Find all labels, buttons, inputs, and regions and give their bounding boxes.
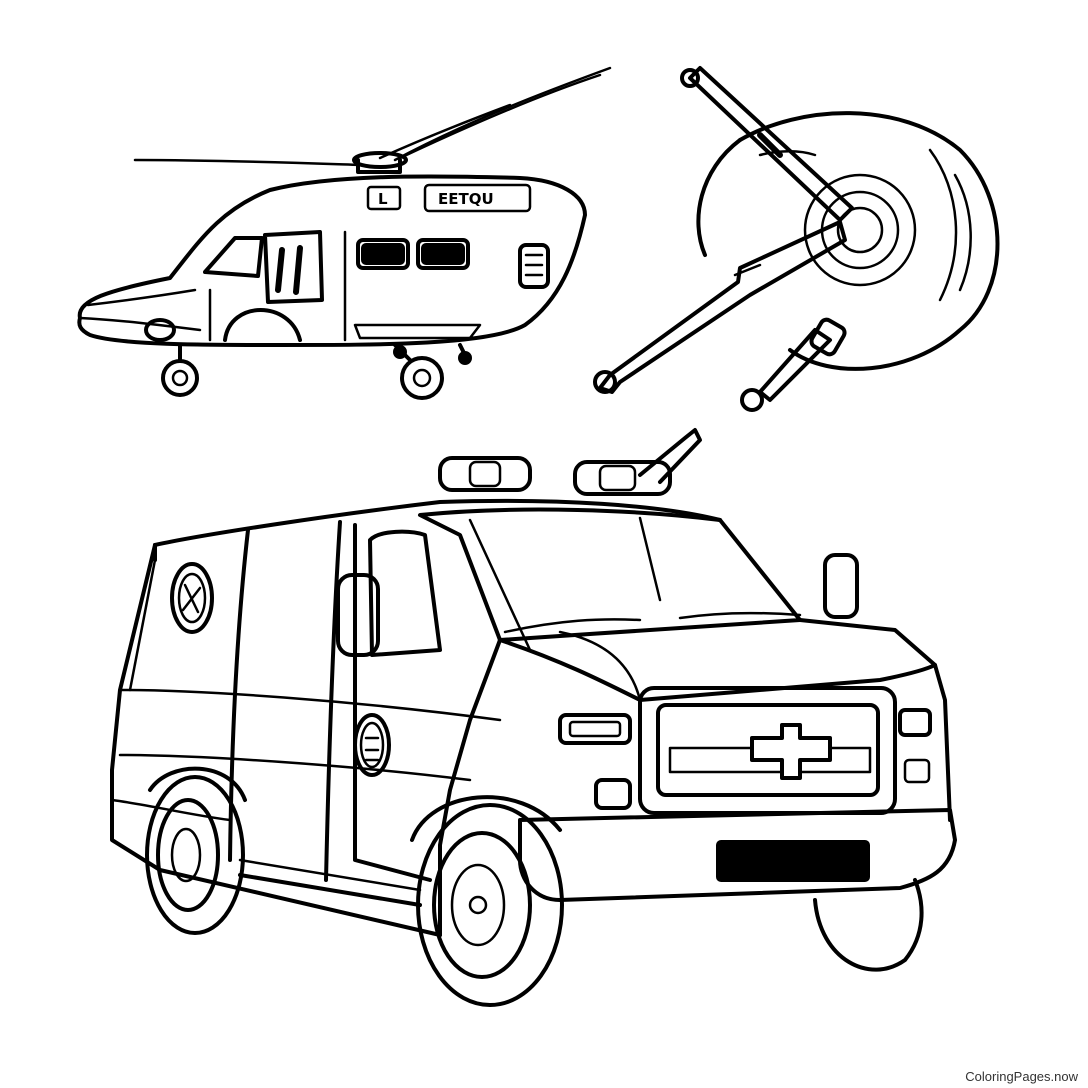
spacecraft-ring-outer	[803, 173, 917, 287]
windshield	[418, 507, 802, 642]
helicopter-roof-panel-left	[366, 185, 402, 211]
license-plate	[716, 840, 870, 882]
van-door	[353, 523, 432, 882]
helicopter-window-2	[416, 238, 470, 270]
right-mirror	[823, 553, 859, 619]
rear-wheel	[145, 775, 245, 935]
front-wheel-arch	[410, 795, 562, 842]
rear-wheel-arch	[148, 766, 247, 802]
right-front-wheel	[813, 878, 924, 972]
helicopter-door	[263, 230, 324, 304]
helicopter-wheel-front	[161, 359, 199, 397]
helicopter-wheel-rear	[400, 356, 444, 400]
spacecraft	[593, 66, 1000, 412]
helicopter-side-sign: EETQU	[438, 190, 494, 208]
spacecraft-disc	[738, 111, 1000, 371]
door-window	[368, 529, 442, 657]
helicopter-roof-panel-right	[423, 183, 532, 213]
ambulance-van	[110, 428, 957, 1007]
headlight-right	[898, 708, 932, 737]
helicopter-cockpit-window	[203, 236, 264, 278]
spacecraft-strut-right	[758, 328, 832, 402]
helicopter-rotor-blade-right	[393, 66, 612, 162]
cross-emblem	[750, 723, 832, 780]
light-bar-right	[573, 460, 672, 496]
front-bumper	[518, 808, 957, 902]
rear-emblem	[170, 562, 214, 634]
watermark-text: ColoringPages.now	[965, 1069, 1078, 1084]
side-mirror	[336, 573, 380, 657]
helicopter-window-1	[356, 238, 410, 270]
van-roof	[153, 498, 722, 547]
helicopter-body	[77, 174, 587, 347]
helicopter-rotor-blade-left	[133, 158, 362, 167]
van-antenna	[638, 428, 702, 484]
helicopter-rotor-hub	[352, 151, 408, 169]
van-side-body	[110, 543, 442, 937]
wiper-right	[678, 611, 802, 620]
fog-light-left	[594, 778, 632, 810]
helicopter-headlight	[144, 318, 176, 342]
helicopter-tail-sign: L	[378, 190, 388, 208]
helicopter-wheel-arch	[223, 308, 302, 342]
grille-inner	[656, 703, 880, 797]
headlight-left	[558, 713, 632, 745]
wiper-left	[503, 618, 642, 634]
light-bar-left	[438, 456, 532, 492]
van-front	[438, 638, 502, 937]
helicopter: L EETQU	[77, 66, 612, 400]
helicopter-vent	[518, 243, 550, 289]
